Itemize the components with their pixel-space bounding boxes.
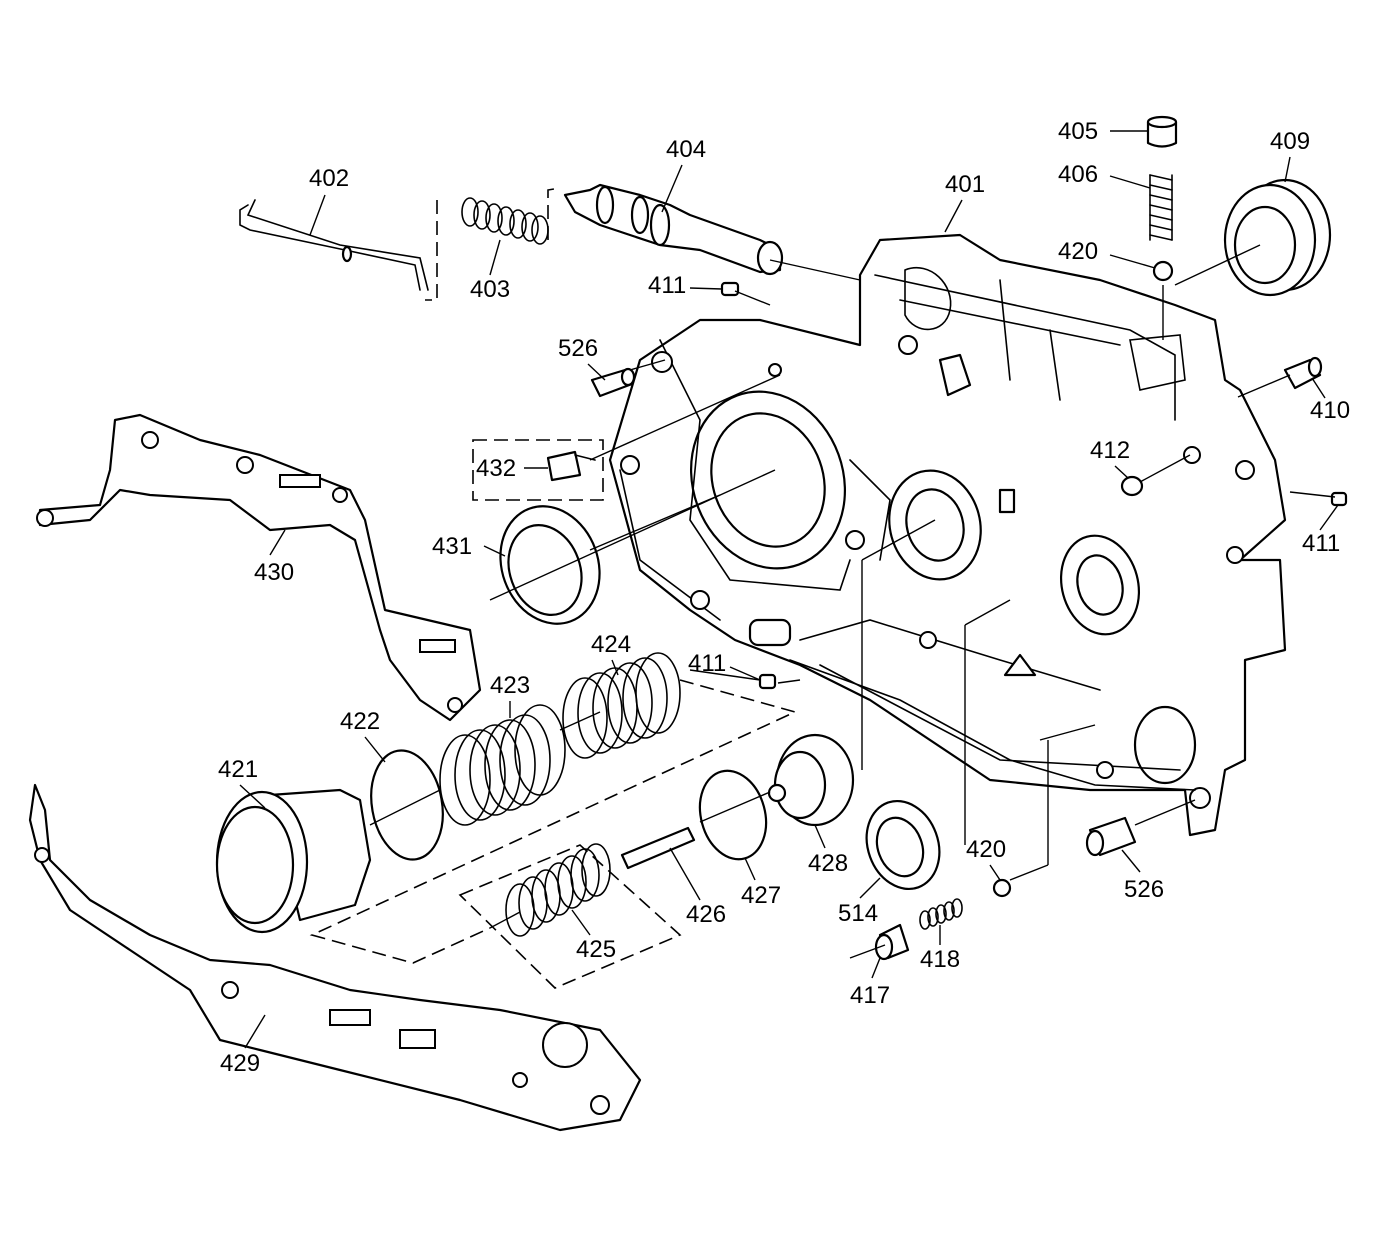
pin-411-middle [758, 673, 777, 690]
callout-labels: 401 402 403 404 405 406 409 410 411 411 … [218, 118, 1350, 1077]
seal-431 [499, 505, 601, 625]
label-420-bottom: 420 [966, 836, 1006, 863]
label-526-top: 526 [558, 335, 598, 362]
dashed-box-432 [472, 439, 604, 501]
label-410: 410 [1310, 397, 1350, 424]
dashed-box-425 [458, 844, 682, 989]
accumulator-428 [767, 733, 855, 827]
gasket-430 [36, 413, 482, 722]
label-417: 417 [850, 982, 890, 1009]
plug-417 [874, 923, 910, 961]
spring-406 [1149, 174, 1173, 241]
label-429: 429 [220, 1050, 260, 1077]
label-411-right: 411 [1302, 530, 1340, 557]
label-427: 427 [741, 882, 781, 909]
label-432: 432 [476, 455, 516, 482]
label-406: 406 [1058, 161, 1098, 188]
label-431: 431 [432, 533, 472, 560]
oring-422 [370, 749, 444, 861]
alignment-lines [369, 244, 1336, 959]
pin-410 [1283, 356, 1323, 390]
label-402: 402 [309, 165, 349, 192]
label-422: 422 [340, 708, 380, 735]
label-420-top: 420 [1058, 238, 1098, 265]
label-424: 424 [591, 631, 631, 658]
seal-409 [1223, 178, 1332, 297]
label-401: 401 [945, 171, 985, 198]
dashed-bracket-403 [547, 187, 561, 240]
pin-411-right [1330, 491, 1348, 507]
spring-403 [461, 197, 549, 245]
spring-425 [505, 843, 611, 937]
block-432 [546, 450, 596, 482]
label-526-bottom: 526 [1124, 876, 1164, 903]
gasket-429 [28, 783, 642, 1132]
label-428: 428 [808, 850, 848, 877]
pin-526-top [590, 367, 636, 398]
label-405: 405 [1058, 118, 1098, 145]
dashed-path-piston [309, 679, 798, 964]
cam-514 [865, 799, 941, 891]
label-426: 426 [686, 901, 726, 928]
dashed-bracket-402 [425, 200, 438, 301]
linkage-rod-402 [239, 199, 429, 291]
rod-426 [620, 826, 696, 870]
ring-427 [698, 769, 768, 861]
spring-418 [919, 898, 963, 930]
pin-411-top [720, 281, 740, 297]
gasket-lower-plate [789, 659, 1196, 791]
valve-404 [563, 183, 784, 276]
label-514: 514 [838, 900, 878, 927]
label-411-top: 411 [648, 272, 686, 299]
pin-526-bottom [1085, 816, 1137, 857]
label-430: 430 [254, 559, 294, 586]
spring-423 [439, 704, 566, 826]
plug-405 [1146, 115, 1178, 148]
label-412: 412 [1090, 437, 1130, 464]
check-ball-420-top [1152, 260, 1174, 282]
label-423: 423 [490, 672, 530, 699]
label-404: 404 [666, 136, 706, 163]
check-ball-420-bottom [992, 878, 1012, 898]
label-425: 425 [576, 936, 616, 963]
label-418: 418 [920, 946, 960, 973]
label-411-middle: 411 [688, 650, 726, 677]
spring-424 [562, 652, 681, 759]
label-409: 409 [1270, 128, 1310, 155]
piston-421 [215, 788, 372, 934]
plug-412 [1120, 475, 1144, 497]
label-403: 403 [470, 276, 510, 303]
label-421: 421 [218, 756, 258, 783]
case-housing-401 [608, 233, 1287, 837]
